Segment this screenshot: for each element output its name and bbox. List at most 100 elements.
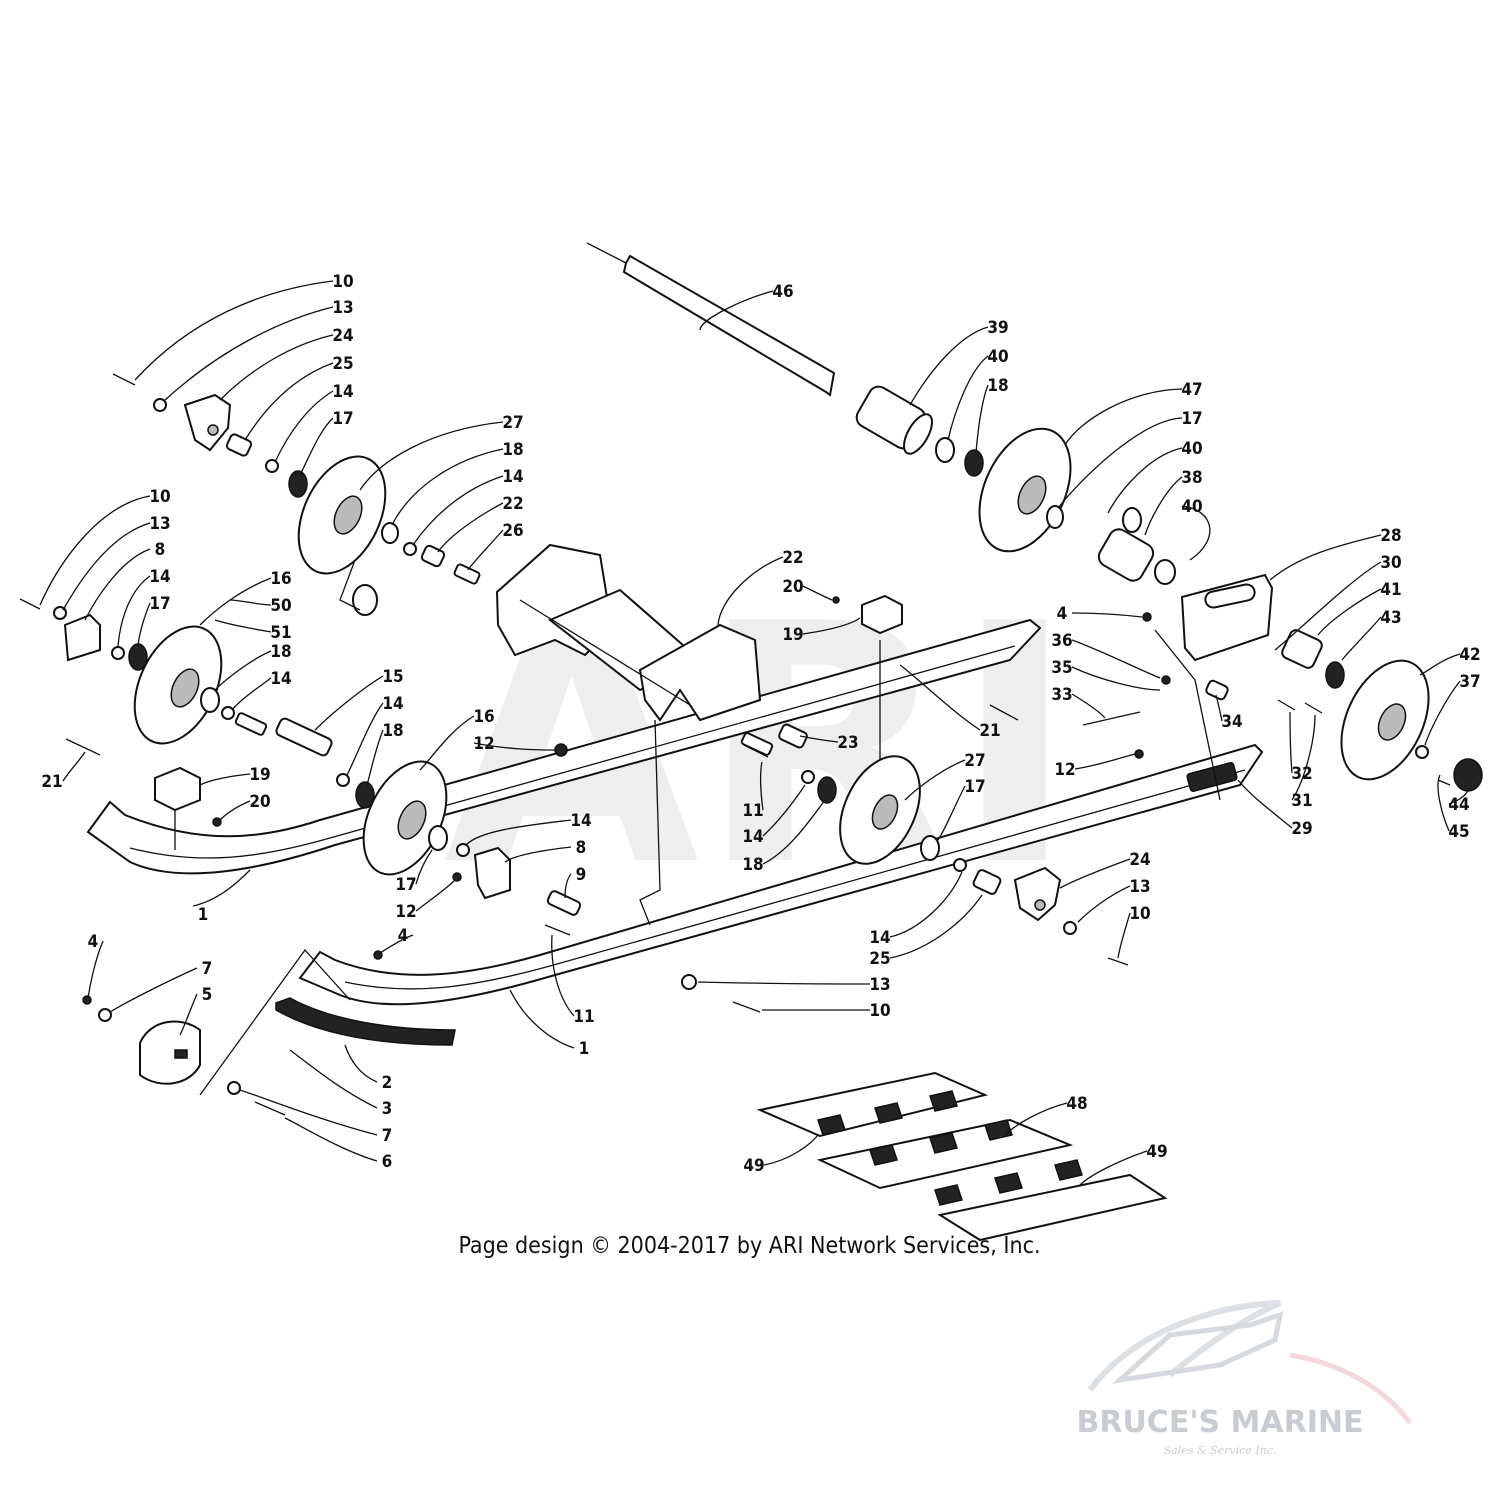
part-number-label: 11 (573, 1007, 594, 1027)
part-number-label: 35 (1051, 658, 1072, 678)
part-number-label: 10 (332, 272, 353, 292)
part-number-label: 4 (88, 932, 99, 952)
part-number-label: 20 (249, 792, 270, 812)
part-number-label: 38 (1181, 468, 1202, 488)
part-number-label: 46 (772, 282, 793, 302)
part-number-label: 2 (382, 1073, 393, 1093)
part-number-label: 12 (473, 734, 494, 754)
rail-right (298, 743, 1264, 1006)
axle-mount-bracket-24-bottom (1013, 866, 1062, 922)
part-number-label: 27 (502, 413, 523, 433)
stop-block-19-right (861, 594, 903, 635)
part-number-label: 10 (1129, 904, 1150, 924)
part-number-label: 1 (579, 1039, 590, 1059)
part-number-label: 49 (1146, 1142, 1167, 1162)
spacer-tube-39 (855, 385, 933, 455)
part-number-label: 17 (149, 594, 170, 614)
part-number-label: 27 (964, 751, 985, 771)
part-number-label: 22 (782, 548, 803, 568)
part-number-label: 5 (202, 985, 213, 1005)
bracket-8-left (63, 613, 101, 662)
part-number-label: 3 (382, 1099, 393, 1119)
pivot-arm-frame (495, 543, 762, 722)
part-number-label: 30 (1380, 553, 1401, 573)
part-number-label: 4 (1057, 604, 1068, 624)
part-number-label: 13 (332, 298, 353, 318)
bracket-8-center (473, 846, 511, 900)
leader-lines (39, 280, 1469, 1186)
bearings (53, 398, 1429, 1095)
part-number-label: 24 (332, 326, 353, 346)
part-number-label: 17 (395, 875, 416, 895)
part-number-label: 13 (149, 514, 170, 534)
watermark-tagline: Sales & Service Inc. (1163, 1444, 1277, 1457)
part-number-label: 14 (502, 467, 523, 487)
part-number-label: 28 (1380, 526, 1401, 546)
end-cap-44 (1453, 758, 1483, 792)
axle-mount-bracket-24-top (183, 393, 232, 452)
part-number-label: 10 (869, 1001, 890, 1021)
part-number-label: 17 (964, 777, 985, 797)
part-number-label: 14 (270, 669, 291, 689)
part-number-label: 6 (382, 1152, 393, 1172)
part-number-label: 21 (41, 772, 62, 792)
idler-wheel-16-center (362, 760, 448, 876)
part-number-label: 25 (332, 354, 353, 374)
idler-wheel-27-center (839, 755, 921, 865)
part-number-label: 8 (576, 838, 587, 858)
part-number-label: 40 (1181, 497, 1202, 517)
part-number-label: 18 (742, 855, 763, 875)
part-number-label: 15 (382, 667, 403, 687)
rail-link-29 (1186, 762, 1238, 792)
part-number-label: 42 (1459, 645, 1480, 665)
part-number-label: 33 (1051, 685, 1072, 705)
bolts (19, 373, 1451, 1116)
idler-wheel-16-left (133, 625, 223, 745)
part-number-label: 7 (202, 959, 213, 979)
part-number-label: 25 (869, 949, 890, 969)
rear-axle-shaft (586, 242, 836, 397)
part-number-label: 17 (332, 409, 353, 429)
part-number-label: 23 (837, 733, 858, 753)
part-number-label: 32 (1291, 764, 1312, 784)
part-number-label: 37 (1459, 672, 1480, 692)
part-number-label: 14 (149, 567, 170, 587)
part-number-label: 40 (987, 347, 1008, 367)
idler-wheel-47 (978, 427, 1072, 553)
part-number-label: 21 (979, 721, 1000, 741)
part-number-label: 12 (395, 902, 416, 922)
part-number-label: 43 (1380, 608, 1401, 628)
part-number-label: 45 (1448, 822, 1469, 842)
part-number-label: 51 (270, 623, 291, 643)
part-number-label: 9 (576, 865, 587, 885)
part-number-label: 31 (1291, 791, 1312, 811)
part-number-label: 48 (1066, 1094, 1087, 1114)
rubber-bumper-5 (139, 1020, 201, 1085)
part-number-label: 34 (1221, 712, 1242, 732)
bushings (225, 433, 1323, 916)
part-number-label: 18 (502, 440, 523, 460)
part-number-label: 36 (1051, 631, 1072, 651)
part-number-label: 7 (382, 1126, 393, 1146)
part-number-label: 16 (270, 569, 291, 589)
bruces-marine-logo (1087, 1300, 1413, 1425)
part-number-label: 26 (502, 521, 523, 541)
watermark-brand: BRUCE'S MARINE (1076, 1405, 1364, 1440)
part-number-label: 39 (987, 318, 1008, 338)
part-number-label: 14 (570, 811, 591, 831)
part-number-label: 13 (869, 975, 890, 995)
part-number-label: 47 (1181, 380, 1202, 400)
spacer-tube-38 (1097, 528, 1155, 582)
track-section (756, 1071, 1168, 1242)
part-number-label: 41 (1380, 580, 1401, 600)
part-number-label: 13 (1129, 877, 1150, 897)
rail-left (86, 618, 1042, 875)
part-number-label: 14 (332, 382, 353, 402)
part-number-label: 18 (987, 376, 1008, 396)
part-number-label: 50 (270, 596, 291, 616)
part-number-label: 44 (1448, 795, 1469, 815)
part-number-label: 16 (473, 707, 494, 727)
part-number-label: 18 (382, 721, 403, 741)
